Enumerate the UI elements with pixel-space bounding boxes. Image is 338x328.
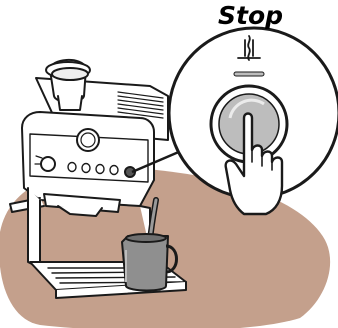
stop-label: Stop	[218, 1, 283, 30]
indicator-bar	[234, 72, 264, 76]
